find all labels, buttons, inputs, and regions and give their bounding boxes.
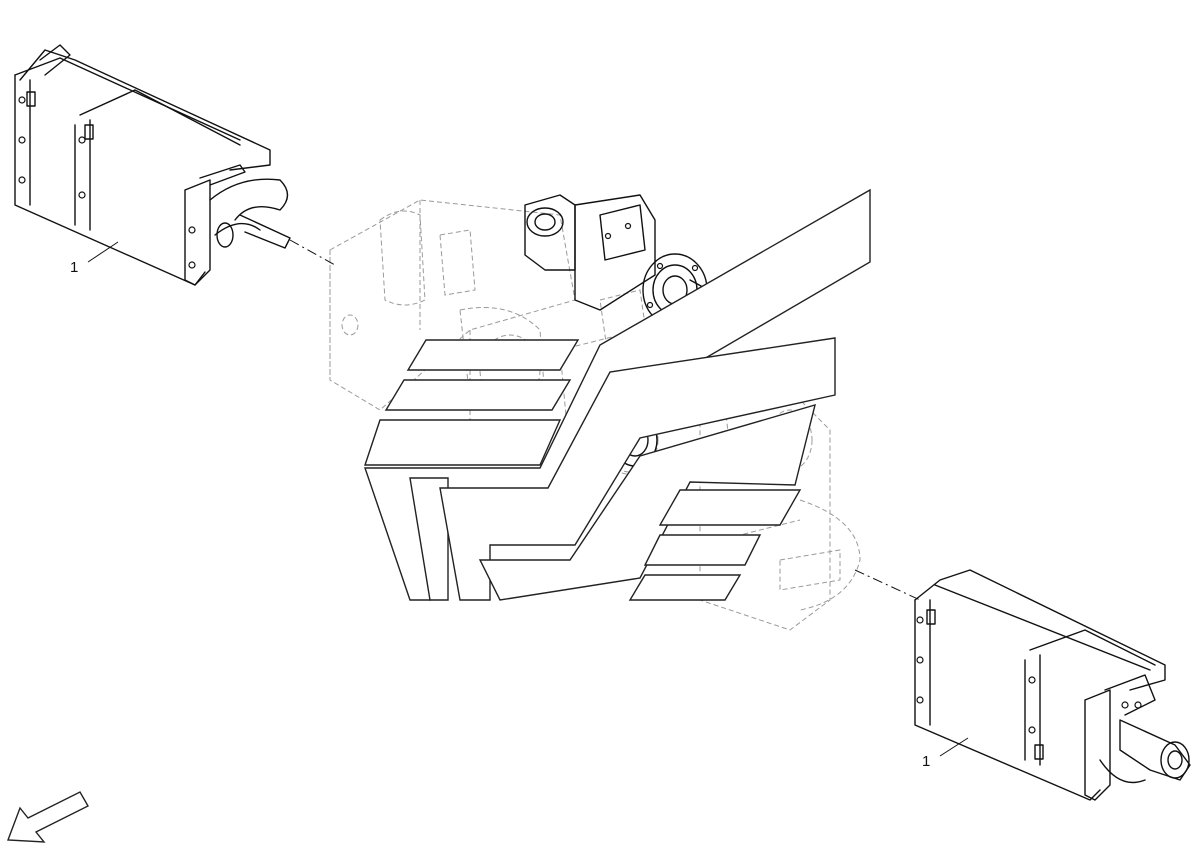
brand-logo-icon	[364, 188, 871, 601]
callout-top-left: 1	[70, 241, 119, 276]
callout-bottom-right: 1	[922, 737, 969, 770]
alignment-centerlines	[289, 239, 921, 601]
drum-assembly-top-left	[14, 44, 291, 286]
direction-arrow-icon	[7, 791, 89, 843]
drum-assembly-bottom-right	[914, 569, 1191, 801]
callout-label: 1	[70, 259, 78, 276]
callout-label: 1	[922, 753, 930, 770]
